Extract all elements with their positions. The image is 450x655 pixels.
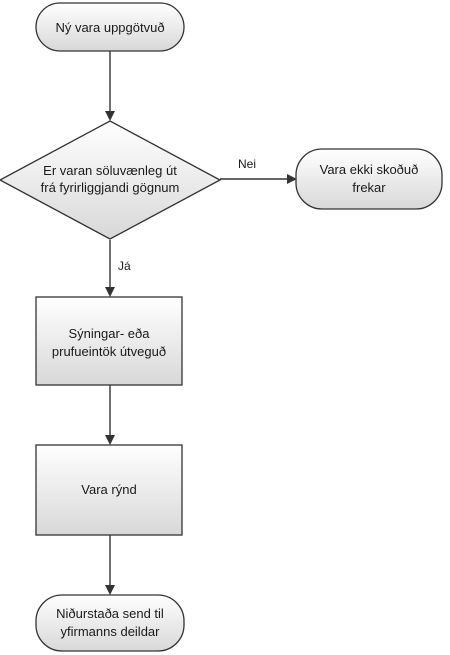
review-node-shape	[35, 444, 183, 536]
connectors	[105, 51, 297, 595]
start-node: Ný vara uppgötvuð	[35, 2, 185, 52]
result-node-label-line1: Niðurstaða send til	[56, 606, 164, 621]
start-node-label: Ný vara uppgötvuð	[55, 20, 164, 35]
samples-node-label-line2: prufueintök útveguð	[52, 344, 166, 359]
decision-node: Er varan söluvænleg út frá fyrirliggjand…	[0, 120, 222, 240]
samples-node: Sýningar- eða prufueintök útveguð	[35, 296, 183, 386]
review-node-label: Vara rýnd	[81, 482, 136, 497]
review-node: Vara rýnd	[35, 444, 183, 536]
reject-node-label-line2: frekar	[352, 180, 386, 195]
reject-node-shape	[295, 148, 443, 210]
reject-node-label-line1: Vara ekki skoðuð	[320, 162, 419, 177]
decision-node-label-line2: frá fyrirliggjandi gögnum	[41, 180, 180, 195]
decision-node-label-line1: Er varan söluvænleg út	[43, 163, 177, 178]
result-node: Niðurstaða send til yfirmanns deildar	[35, 594, 185, 652]
samples-node-label-line1: Sýningar- eða	[69, 326, 151, 341]
start-node-shape	[35, 2, 185, 52]
samples-node-shape	[35, 296, 183, 386]
result-node-shape	[35, 594, 185, 652]
decision-node-shape	[0, 120, 222, 240]
edge-label-yes: Já	[118, 259, 131, 273]
edge-label-no: Nei	[238, 157, 256, 171]
reject-node: Vara ekki skoðuð frekar	[295, 148, 443, 210]
result-node-label-line2: yfirmanns deildar	[61, 624, 161, 639]
